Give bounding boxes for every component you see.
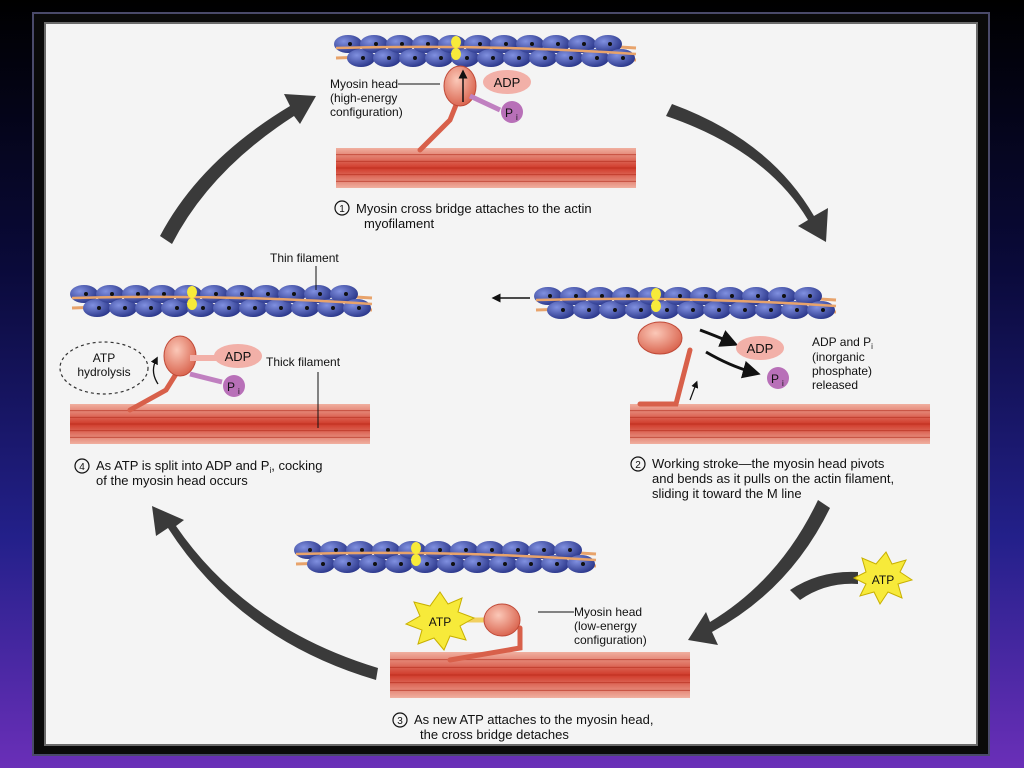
svg-text:phosphate): phosphate)	[812, 364, 872, 378]
svg-text:myofilament: myofilament	[364, 216, 434, 231]
svg-text:ATP: ATP	[93, 351, 115, 365]
svg-text:As new ATP attaches to the myo: As new ATP attaches to the myosin head,	[414, 712, 653, 727]
svg-text:i: i	[516, 113, 518, 122]
svg-text:(high-energy: (high-energy	[330, 91, 397, 105]
svg-text:of the myosin head occurs: of the myosin head occurs	[96, 473, 248, 488]
pi-bubble-top: P i	[468, 93, 523, 123]
thin-filament	[70, 285, 373, 317]
myosin-head-low-label: Myosin head (low-energy configuration)	[538, 605, 647, 647]
svg-text:configuration): configuration)	[574, 633, 647, 647]
svg-text:Thin filament: Thin filament	[270, 251, 339, 265]
svg-text:ADP: ADP	[494, 75, 521, 90]
stage-1-attach	[334, 35, 637, 188]
svg-text:Myosin head: Myosin head	[330, 77, 398, 91]
svg-text:(low-energy: (low-energy	[574, 619, 637, 633]
step-1-caption: 1 Myosin cross bridge attaches to the ac…	[334, 200, 592, 231]
myosin-head	[447, 603, 523, 663]
svg-text:(inorganic: (inorganic	[812, 350, 865, 364]
atp-input-branch	[790, 571, 858, 600]
svg-text:2: 2	[635, 460, 641, 471]
cycle-arrows	[152, 94, 858, 680]
pi-bubble-left: P i	[189, 371, 245, 397]
myosin-head	[417, 65, 477, 153]
released-label: ADP and Pi (inorganic phosphate) release…	[812, 335, 873, 392]
adp-bubble-top: ADP	[483, 70, 531, 94]
thick-filament-label: Thick filament	[266, 355, 341, 428]
svg-text:the cross bridge detaches: the cross bridge detaches	[420, 727, 569, 742]
step-2-caption: 2 Working stroke—the myosin head pivots …	[630, 456, 894, 501]
svg-text:sliding it toward the M line: sliding it toward the M line	[652, 486, 802, 501]
adp-pi-release-arrows	[689, 328, 761, 401]
svg-text:ADP and Pi: ADP and Pi	[812, 335, 873, 351]
svg-text:Myosin cross bridge attaches t: Myosin cross bridge attaches to the acti…	[356, 201, 592, 216]
adp-bubble-left: ADP	[190, 344, 262, 368]
myosin-head	[637, 321, 693, 407]
adp-bubble-right: ADP	[736, 336, 784, 360]
svg-text:P: P	[227, 380, 235, 394]
svg-text:3: 3	[397, 716, 403, 727]
binding-site	[451, 36, 461, 48]
svg-text:ATP: ATP	[872, 573, 894, 587]
atp-star-input: ATP	[852, 551, 914, 605]
cycle-arrow-right-bottom	[688, 500, 830, 645]
svg-text:ADP: ADP	[747, 341, 774, 356]
svg-text:ATP: ATP	[429, 615, 451, 629]
thin-filament	[334, 35, 637, 67]
atp-star-bound: ATP	[404, 591, 476, 651]
thick-filament	[630, 404, 930, 444]
step-2-number	[630, 456, 646, 472]
step-3-caption: 3 As new ATP attaches to the myosin head…	[392, 712, 653, 742]
thick-filament	[336, 148, 636, 188]
svg-text:i: i	[782, 379, 784, 388]
thick-filament	[70, 404, 370, 444]
thin-filament	[534, 287, 837, 319]
myosin-head-high-label: Myosin head (high-energy configuration)	[330, 77, 440, 119]
myosin-head	[127, 335, 197, 413]
cycle-arrow-left-top	[160, 94, 316, 244]
svg-text:As ATP is split into ADP and P: As ATP is split into ADP and Pi, cocking	[96, 458, 323, 475]
binding-site	[651, 288, 661, 300]
binding-site	[187, 286, 197, 298]
pi-bubble-right: P i	[767, 367, 789, 389]
step-3-number	[392, 712, 408, 728]
svg-text:4: 4	[79, 462, 85, 473]
thin-filament	[294, 541, 597, 573]
stage-4-cocking	[70, 285, 373, 444]
svg-text:released: released	[812, 378, 858, 392]
thick-filament	[390, 652, 690, 698]
svg-text:Thick filament: Thick filament	[266, 355, 341, 369]
svg-text:ADP: ADP	[225, 349, 252, 364]
cycle-arrow-bottom-left	[152, 506, 378, 680]
cycle-arrow-top-right	[666, 104, 828, 242]
step-4-caption: 4 As ATP is split into ADP and Pi, cocki…	[74, 458, 323, 488]
binding-site	[411, 542, 421, 554]
svg-text:P: P	[771, 372, 779, 386]
atp-hydrolysis-label: ATP hydrolysis	[59, 341, 149, 395]
svg-text:hydrolysis: hydrolysis	[77, 365, 130, 379]
svg-text:i: i	[238, 387, 240, 396]
svg-text:configuration): configuration)	[330, 105, 403, 119]
thin-filament-label: Thin filament	[270, 251, 339, 290]
svg-text:P: P	[505, 106, 513, 120]
step-4-number	[74, 458, 90, 474]
svg-text:Myosin head: Myosin head	[574, 605, 642, 619]
svg-text:1: 1	[339, 204, 345, 215]
stage-2-working-stroke	[534, 287, 930, 444]
step-1-number	[334, 200, 350, 216]
stage-3-detach	[294, 541, 690, 698]
svg-text:Working stroke—the myosin head: Working stroke—the myosin head pivots	[652, 456, 885, 471]
svg-text:and bends as it pulls on the a: and bends as it pulls on the actin filam…	[652, 471, 894, 486]
